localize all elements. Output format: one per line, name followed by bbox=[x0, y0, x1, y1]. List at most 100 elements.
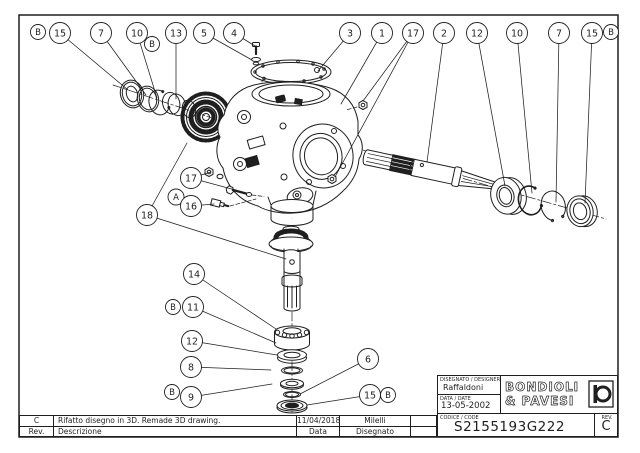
balloon: 14 bbox=[183, 263, 205, 285]
balloon-circle bbox=[180, 386, 202, 408]
brand-line1: BONDIOLI bbox=[505, 380, 579, 394]
rev-value: C bbox=[601, 419, 611, 434]
leader-line bbox=[100, 32, 147, 96]
side-nut-drawing bbox=[327, 173, 337, 185]
balloon-circle bbox=[167, 188, 185, 206]
balloon: 10 bbox=[126, 22, 148, 44]
balloon-label: 6 bbox=[365, 354, 371, 365]
title-block: DISEGNATO / DESIGNER Raffaldoni DATA / D… bbox=[437, 375, 618, 437]
code-cell: CODICE / CODE S2155193G222 bbox=[438, 414, 595, 436]
drawing-frame bbox=[18, 14, 619, 438]
leader-line bbox=[193, 273, 277, 330]
balloon: 15 bbox=[359, 384, 381, 406]
cover-screw-drawing bbox=[252, 42, 260, 56]
rev-label: REV. bbox=[601, 415, 613, 421]
brand-logo: BONDIOLI & PAVESI bbox=[501, 376, 617, 413]
output-bearing-drawing bbox=[490, 176, 527, 215]
balloon: 15 bbox=[581, 22, 603, 44]
leader-line bbox=[59, 32, 129, 91]
balloon: 1 bbox=[371, 22, 393, 44]
drawing-code: S2155193G222 bbox=[454, 419, 565, 435]
leader-line bbox=[555, 32, 560, 203]
balloon: 8 bbox=[180, 356, 202, 378]
balloon-circle bbox=[339, 22, 361, 44]
balloon-label: 10 bbox=[511, 28, 523, 39]
balloon-label: 18 bbox=[141, 210, 153, 221]
balloon-circle bbox=[548, 22, 570, 44]
revision-entry-date: 11/04/2018 bbox=[297, 416, 340, 427]
balloon-circle bbox=[30, 24, 46, 40]
balloon-label: 11 bbox=[187, 302, 199, 313]
balloon-circle bbox=[49, 22, 71, 44]
leader-line bbox=[334, 32, 414, 178]
balloon-label: 15 bbox=[54, 28, 66, 39]
balloon-circle bbox=[357, 348, 379, 370]
balloon-circle bbox=[164, 384, 180, 400]
balloon-circle bbox=[506, 22, 528, 44]
leader-line bbox=[192, 306, 277, 344]
balloon-label: B bbox=[35, 28, 41, 38]
leader-line bbox=[146, 142, 188, 216]
balloon: B bbox=[603, 24, 619, 40]
revision-table: C Rifatto disegno in 3D. Remade 3D drawi… bbox=[19, 415, 437, 437]
grease-fitting-drawing bbox=[209, 198, 230, 208]
balloon-label: B bbox=[169, 388, 175, 398]
balloon-circle bbox=[165, 299, 181, 315]
revision-header-date: Data bbox=[297, 426, 340, 437]
leader-line bbox=[191, 340, 278, 356]
balloon-circle bbox=[183, 263, 205, 285]
balloon: 3 bbox=[339, 22, 361, 44]
balloon-label: B bbox=[608, 28, 614, 38]
balloon: B bbox=[30, 24, 46, 40]
input-ring-drawing bbox=[136, 85, 160, 113]
balloon: 12 bbox=[466, 22, 488, 44]
balloon-label: 8 bbox=[188, 362, 194, 373]
balloon-label: 5 bbox=[201, 28, 207, 39]
balloon-label: 9 bbox=[188, 392, 194, 403]
balloon: A bbox=[167, 188, 185, 206]
balloon-label: 2 bbox=[441, 28, 447, 39]
balloon-circle bbox=[180, 167, 202, 189]
balloon: 10 bbox=[506, 22, 528, 44]
date-cell: DATA / DATE 13-05-2002 bbox=[438, 395, 500, 413]
balloon-circle bbox=[90, 22, 112, 44]
balloon-label: 1 bbox=[379, 28, 385, 39]
rev-cell: REV. C bbox=[595, 414, 617, 436]
balloon-label: 17 bbox=[185, 173, 197, 184]
balloon-label: B bbox=[149, 40, 155, 50]
output-shaft-drawing bbox=[362, 149, 499, 191]
balloon-label: 3 bbox=[347, 28, 353, 39]
code-label: CODICE / CODE bbox=[440, 415, 479, 421]
leader-line bbox=[584, 32, 593, 204]
balloon-label: 7 bbox=[556, 28, 562, 39]
balloon: 6 bbox=[357, 348, 379, 370]
leader-line bbox=[516, 32, 533, 194]
output-hub-drawing bbox=[267, 190, 317, 226]
lower-washer-drawing bbox=[280, 378, 304, 390]
clamp-bolt-drawing bbox=[225, 185, 265, 197]
lower-snap-ring-drawing bbox=[281, 366, 303, 375]
leader-line bbox=[136, 32, 158, 99]
balloon: 16 bbox=[180, 195, 202, 217]
housing-bolt-drawing bbox=[345, 99, 368, 111]
balloon: 17 bbox=[180, 167, 202, 189]
balloon-circle bbox=[126, 22, 148, 44]
date-label: DATA / DATE bbox=[440, 396, 471, 402]
balloon-circle bbox=[371, 22, 393, 44]
leader-line bbox=[476, 32, 506, 187]
leader-line bbox=[362, 32, 414, 102]
brand-line2: & PAVESI bbox=[505, 394, 574, 408]
lower-ring-drawing bbox=[277, 349, 307, 364]
revision-header-description: Descrizione bbox=[54, 426, 297, 437]
balloon-label: 12 bbox=[186, 336, 198, 347]
balloon-label: 13 bbox=[170, 28, 182, 39]
balloon: 7 bbox=[90, 22, 112, 44]
balloon: B bbox=[144, 36, 160, 52]
leader-line bbox=[146, 214, 287, 260]
balloon: 13 bbox=[165, 22, 187, 44]
balloon-circle bbox=[180, 356, 202, 378]
revision-entry-designer: Milelli bbox=[340, 416, 411, 427]
balloon: 7 bbox=[548, 22, 570, 44]
balloon: 9 bbox=[180, 386, 202, 408]
